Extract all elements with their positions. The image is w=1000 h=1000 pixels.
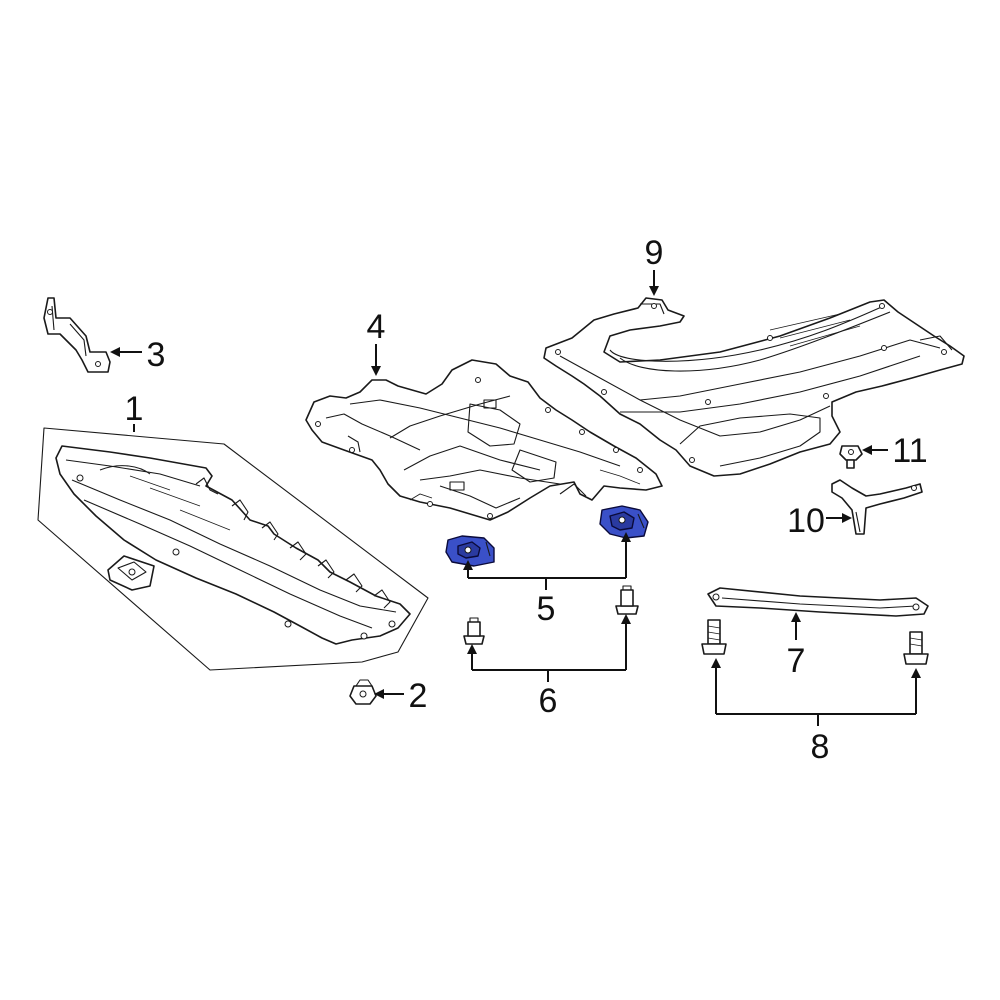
callout-3: 3 (147, 336, 166, 374)
callout-labels: 1 2 3 4 5 6 7 8 9 10 11 (125, 234, 928, 766)
callout-6: 6 (539, 682, 558, 720)
callout-10: 10 (787, 502, 825, 540)
part-10-bracket (831, 479, 923, 535)
callout-4: 4 (367, 308, 386, 346)
part-9-rear-under-cover (543, 297, 965, 477)
part-6-pin-left (463, 617, 485, 645)
part-8-bolt-right (903, 631, 929, 665)
callout-1: 1 (125, 390, 144, 428)
part-5-clip-left (445, 535, 495, 567)
leader-lines (110, 270, 921, 726)
part-8-bolt-left (701, 619, 727, 655)
callout-7: 7 (787, 642, 806, 680)
part-11-bolt (839, 445, 863, 469)
part-6-pin-right (615, 585, 639, 615)
part-3-bracket (43, 297, 111, 373)
part-4-engine-under-cover (305, 359, 663, 521)
part-5-clip-right (599, 505, 649, 539)
callout-2: 2 (409, 677, 428, 715)
callout-5: 5 (537, 590, 556, 628)
part-1-front-under-cover (37, 427, 429, 671)
callout-8: 8 (811, 728, 830, 766)
callout-11: 11 (892, 432, 927, 470)
callout-9: 9 (645, 234, 664, 272)
part-2-bolt (349, 679, 377, 705)
part-7-brace (707, 587, 929, 617)
